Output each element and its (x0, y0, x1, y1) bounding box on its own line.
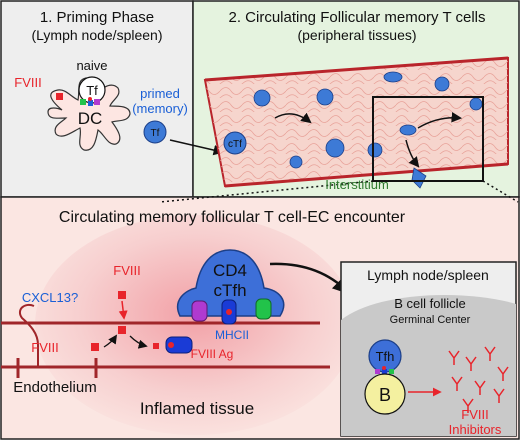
circulating-cell (469, 97, 483, 111)
lymph-title: Lymph node/spleen (367, 267, 489, 283)
endothelial-texture (205, 58, 508, 186)
dendritic-cell (47, 77, 131, 151)
tcr-green (80, 99, 86, 105)
circulating-cell (325, 138, 345, 158)
interstitium-label: Interstitium (325, 177, 389, 192)
uptake-arrow-2 (129, 335, 148, 349)
fviii-mid-square (118, 326, 126, 334)
ctfh-label: cTfh (213, 281, 246, 300)
naive-tf-label: Tf (86, 83, 98, 98)
fviii-priming-label: FVIII (14, 75, 41, 90)
fviii-left-label: FVIII (31, 340, 58, 355)
flow-arrow (274, 112, 312, 124)
antibody (497, 366, 509, 381)
circulating-title-line2: (peripheral tissues) (297, 27, 416, 43)
uptake-arrow-1 (103, 334, 118, 348)
processed-fviii (153, 343, 159, 349)
tcr-purple-ctfh (191, 300, 208, 322)
inflamed-label: Inflamed tissue (140, 399, 254, 418)
tfh-tcr-blue (382, 369, 387, 375)
circulating-cell (316, 88, 334, 106)
mhcii-ec (165, 336, 193, 354)
primed-label: primed (140, 86, 180, 101)
mhcii-antigen (168, 342, 174, 348)
antibody (462, 398, 474, 413)
extravasation-arrow (405, 139, 420, 168)
circulating-cell (367, 142, 383, 158)
memory-label: (memory) (132, 101, 188, 116)
costim-green-ctfh (255, 298, 272, 320)
encounter-title: Circulating memory follicular T cell-EC … (59, 209, 406, 226)
antibodies (448, 346, 509, 413)
inflamed-zone (35, 215, 355, 435)
adhering-cell (399, 124, 417, 136)
circulating-cell (289, 155, 303, 169)
circulating-cell (253, 89, 271, 107)
fviii-down-arrow (118, 300, 128, 320)
vessel-bottom-wall (224, 162, 509, 188)
tcr-purple (94, 99, 100, 105)
antibody (493, 388, 505, 403)
fviii-top-square (118, 291, 126, 299)
antibody (474, 380, 486, 395)
tfh-costim-green (389, 369, 394, 374)
b-label: B (379, 385, 391, 405)
flow-arrow (417, 112, 463, 129)
primed-tf-label: Tf (151, 128, 160, 139)
fviii-ag-label: FVIII Ag (191, 347, 234, 361)
primed-t-cell (143, 120, 167, 144)
ctf-cell (223, 131, 247, 155)
rolling-cell (383, 71, 403, 83)
dc-label: DC (78, 109, 103, 128)
fviii-top-label: FVIII (113, 263, 140, 278)
antibody (484, 346, 496, 361)
ctf-label: cTf (228, 139, 242, 150)
antigen-dot (88, 97, 92, 101)
priming-arrow (169, 139, 225, 156)
zoom-line-left (159, 180, 374, 203)
endothelium-label: Endothelium (13, 379, 96, 396)
tcr-antigen (226, 309, 232, 315)
antibody (451, 376, 463, 391)
mhcii-label: MHCII (215, 328, 249, 342)
antibody (465, 356, 477, 371)
zoom-box (372, 96, 484, 182)
naive-label: naive (76, 58, 107, 73)
zoom-line-right (482, 180, 519, 203)
fviii-left-square (91, 343, 99, 351)
tfh-tcr-purple (375, 369, 380, 374)
cxcl13-loop (18, 304, 39, 367)
tfh-label: Tfh (376, 349, 395, 364)
lymph-fviii-label: FVIII (461, 407, 488, 422)
vessel-top-wall (204, 56, 509, 82)
priming-title-line2: (Lymph node/spleen) (31, 27, 162, 43)
transmigrating-cell (411, 167, 427, 189)
tfh-antigen (382, 366, 386, 370)
fviii-square (56, 93, 63, 100)
follicle-label: B cell follicle (394, 296, 466, 311)
b-cell (364, 373, 406, 415)
mhc-blue (88, 100, 93, 106)
priming-title-line1: 1. Priming Phase (40, 9, 154, 26)
ctfh-cell (176, 249, 285, 317)
inhibitors-label: Inhibitors (449, 422, 502, 437)
circulating-title-line1: 2. Circulating Follicular memory T cells (228, 9, 485, 26)
antibody (448, 350, 460, 365)
cd4-label: CD4 (213, 261, 247, 280)
cxcl13-label: CXCL13? (22, 290, 78, 305)
circulating-cell (434, 76, 450, 92)
germinal-label: Germinal Center (390, 314, 471, 326)
